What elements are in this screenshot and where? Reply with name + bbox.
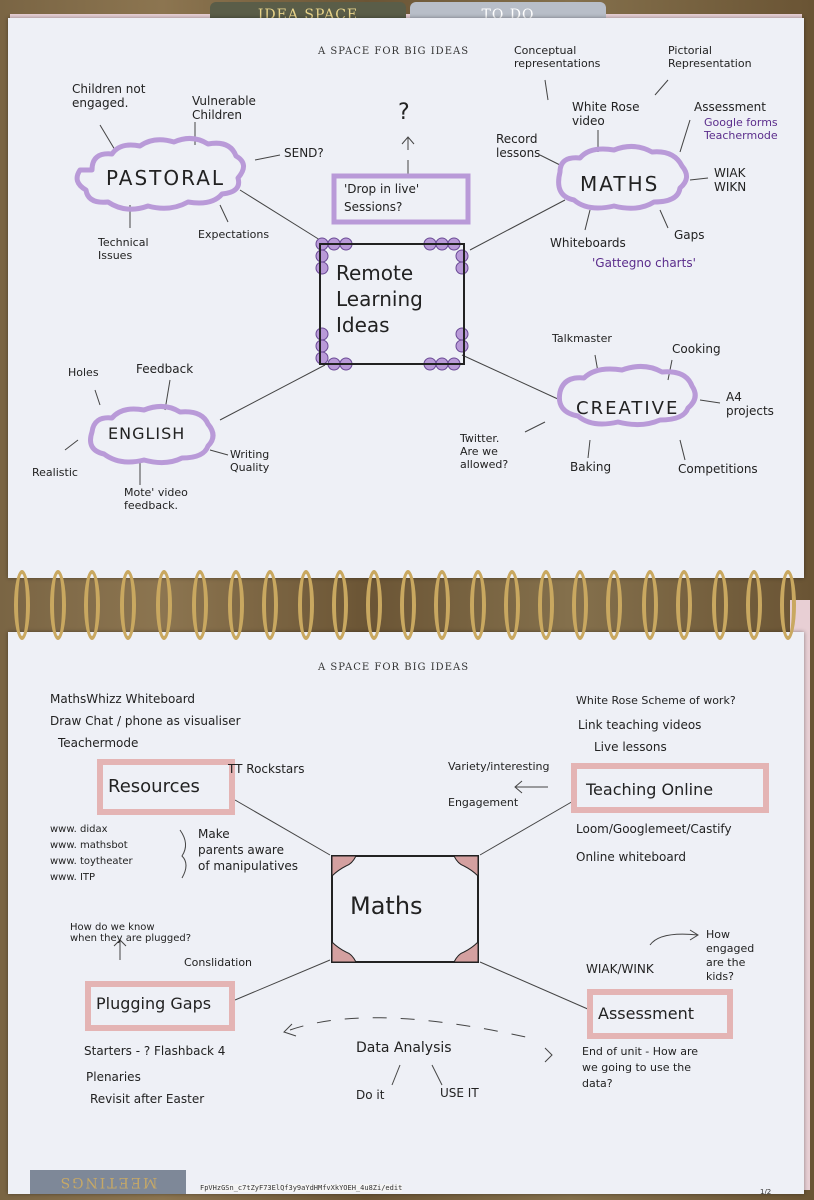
maths-note: Gaps	[674, 228, 705, 242]
assessment-note: WIAK/WINK	[586, 962, 654, 976]
data-analysis-note: USE IT	[440, 1086, 479, 1100]
resources-note: Make parents aware of manipulatives	[198, 826, 298, 874]
pastoral-cloud-label: PASTORAL	[106, 166, 225, 190]
tab-meetings[interactable]: MEETINGS	[30, 1170, 186, 1194]
maths-cloud-label: MATHS	[580, 172, 659, 196]
plugging-gaps-box-label: Plugging Gaps	[96, 994, 211, 1013]
english-note: Feedback	[136, 362, 193, 376]
english-note: Writing Quality	[230, 448, 269, 474]
teaching-note: Engagement	[448, 796, 518, 809]
gaps-note: Revisit after Easter	[90, 1092, 204, 1106]
top-page-header: A SPACE FOR BIG IDEAS	[318, 46, 469, 57]
maths-note: Whiteboards	[550, 236, 626, 250]
teaching-note: White Rose Scheme of work?	[576, 694, 736, 707]
teaching-note: Live lessons	[594, 740, 667, 754]
teaching-note: Variety/interesting	[448, 760, 550, 773]
creative-note: Cooking	[672, 342, 721, 356]
maths-note: Google forms Teachermode	[704, 116, 778, 142]
creative-note: A4 projects	[726, 390, 774, 418]
english-cloud-label: ENGLISH	[108, 424, 185, 443]
gaps-note: Plenaries	[86, 1070, 141, 1084]
resources-note: www. didax www. mathsbot www. toytheater…	[50, 822, 133, 886]
english-note: Mote' video feedback.	[124, 486, 188, 512]
resources-note: Teachermode	[58, 736, 138, 750]
creative-note: Twitter. Are we allowed?	[460, 432, 508, 471]
teaching-note: Link teaching videos	[578, 718, 701, 732]
gaps-note: How do we know when they are plugged?	[70, 922, 191, 944]
remote-learning-center-label: Remote Learning Ideas	[336, 260, 423, 338]
pastoral-note: Expectations	[198, 228, 269, 241]
resources-note: MathsWhizz Whiteboard	[50, 692, 195, 706]
creative-note: Talkmaster	[552, 332, 612, 345]
pastoral-note: Technical Issues	[98, 236, 149, 262]
maths-note: White Rose video	[572, 100, 639, 128]
drop-in-sessions-label: 'Drop in live' Sessions?	[344, 180, 419, 216]
assessment-note: How engaged are the kids?	[706, 928, 754, 984]
bottom-page-header: A SPACE FOR BIG IDEAS	[318, 662, 469, 673]
gaps-note: Conslidation	[184, 956, 252, 969]
question-mark: ?	[398, 100, 410, 125]
english-note: Realistic	[32, 466, 78, 479]
assessment-note: End of unit - How are we going to use th…	[582, 1044, 698, 1092]
page-number: 1/2	[760, 1188, 771, 1196]
teaching-note: Online whiteboard	[576, 850, 686, 864]
resources-box-label: Resources	[108, 776, 200, 797]
creative-cloud-label: CREATIVE	[576, 398, 679, 419]
maths-note: Assessment	[694, 100, 766, 114]
maths-note: Record lessons	[496, 132, 540, 160]
pastoral-note: Children not engaged.	[72, 82, 145, 110]
data-analysis-label: Data Analysis	[356, 1040, 452, 1056]
pastoral-note: SEND?	[284, 146, 324, 160]
url-fragment: FpVHzGSn_c7tZyF73ElQf3y9aYdHMfvXkYOEH_4u…	[200, 1184, 402, 1192]
maths-note: 'Gattegno charts'	[592, 256, 696, 270]
creative-note: Competitions	[678, 462, 758, 476]
gaps-note: Starters - ? Flashback 4	[84, 1044, 225, 1058]
maths-note: Pictorial Representation	[668, 44, 752, 70]
maths-note: WIAK WIKN	[714, 166, 746, 194]
teaching-note: Loom/Googlemeet/Castify	[576, 822, 732, 836]
assessment-box-label: Assessment	[598, 1004, 694, 1023]
maths-note: Conceptual representations	[514, 44, 600, 70]
english-note: Holes	[68, 366, 99, 379]
maths-center-label: Maths	[350, 892, 423, 920]
resources-note: Draw Chat / phone as visualiser	[50, 714, 241, 728]
resources-note: TT Rockstars	[228, 762, 304, 776]
data-analysis-note: Do it	[356, 1088, 384, 1102]
teaching-online-box-label: Teaching Online	[586, 780, 713, 799]
creative-note: Baking	[570, 460, 611, 474]
pastoral-note: Vulnerable Children	[192, 94, 256, 122]
